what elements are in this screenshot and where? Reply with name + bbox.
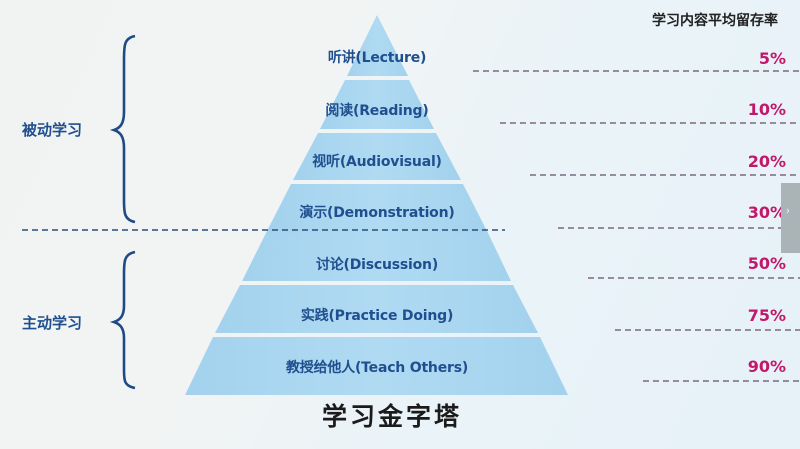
retention-value-reading: 10% (747, 100, 786, 119)
pyramid-band-teach (185, 337, 568, 395)
retention-header: 学习内容平均留存率 (652, 13, 778, 29)
retention-value-discussion: 50% (747, 254, 786, 273)
level-label-demonstration: 演示(Demonstration) (299, 205, 455, 221)
pyramid-band-reading (320, 80, 434, 129)
side-scroll-tab[interactable]: › (781, 183, 800, 253)
retention-value-audiovisual: 20% (747, 152, 786, 171)
chevron-icon: › (786, 205, 790, 217)
group-label-passive: 被动学习 (22, 121, 83, 139)
retention-value-practice: 75% (747, 306, 786, 325)
level-label-discussion: 讨论(Discussion) (315, 257, 439, 273)
retention-value-teach: 90% (747, 357, 786, 376)
level-label-reading: 阅读(Reading) (325, 103, 429, 119)
level-label-audiovisual: 视听(Audiovisual) (312, 154, 442, 170)
retention-value-demonstration: 30% (747, 203, 786, 222)
group-label-active: 主动学习 (22, 314, 83, 332)
level-label-practice: 实践(Practice Doing) (300, 308, 454, 324)
pyramid-band-demonstration (266, 184, 488, 233)
pyramid-band-audiovisual (293, 133, 461, 180)
level-label-lecture: 听讲(Lecture) (327, 50, 427, 66)
level-label-teach: 教授给他人(Teach Others) (285, 360, 469, 376)
pyramid-band-lecture (347, 15, 408, 76)
active-brace-icon (109, 250, 136, 390)
diagram-title: 学习金字塔 (321, 402, 462, 431)
pyramid-band-practice (215, 285, 538, 333)
retention-value-lecture: 5% (758, 49, 786, 68)
pyramid-band-discussion (242, 233, 511, 281)
passive-brace-icon (109, 34, 136, 224)
